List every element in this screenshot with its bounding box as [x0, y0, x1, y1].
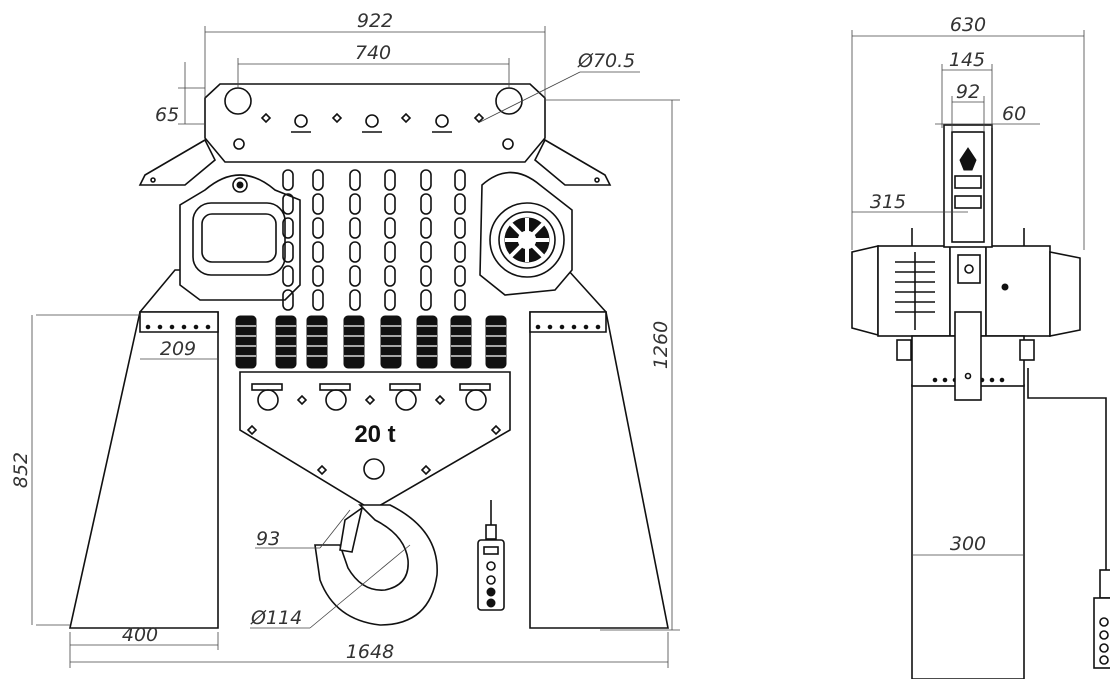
side-pendant [1027, 368, 1110, 669]
side-hoist-body [851, 228, 1081, 387]
lifting-hook [314, 504, 438, 626]
right-support-leg [529, 269, 669, 629]
dim-overall-width-top: 922 [357, 10, 393, 32]
capacity-label: 20 t [354, 421, 395, 448]
chain-2 [312, 169, 324, 311]
pendant-controller [477, 500, 505, 611]
dim-offset: 315 [870, 191, 906, 213]
dim-hole-spacing: 740 [355, 42, 391, 64]
dim-leg-bottom-width: 400 [122, 624, 158, 646]
dim-hole-diameter: Ø70.5 [577, 50, 635, 72]
side-suspension-plate [943, 124, 993, 401]
chain-4 [384, 169, 396, 311]
dim-leg-width: 300 [950, 533, 986, 555]
gearbox [479, 171, 573, 296]
front-dimensions: 922 740 Ø70.5 65 1260 852 209 400 1648 9… [10, 10, 680, 668]
hook-block: 20 t [239, 371, 511, 511]
dim-hook-diameter: Ø114 [250, 607, 302, 629]
dim-overall-depth: 630 [950, 14, 986, 36]
dim-inner-width: 92 [956, 81, 980, 103]
chain-6 [454, 169, 466, 311]
chain-5 [420, 169, 432, 311]
dim-plate-thickness: 60 [1002, 103, 1026, 125]
side-support-leg [911, 384, 1025, 679]
dim-hole-offset: 65 [155, 104, 179, 126]
dim-overall-base-width: 1648 [346, 641, 394, 663]
motor-housing [179, 174, 301, 301]
side-dimensions: 630 145 92 60 315 300 [851, 14, 1085, 556]
load-chains [282, 169, 466, 311]
spring-guards [235, 315, 507, 369]
side-view: 630 145 92 60 315 300 [851, 14, 1110, 679]
left-support-leg [69, 269, 219, 629]
dim-overall-height: 1260 [650, 321, 672, 369]
dim-plate-width: 145 [949, 49, 985, 71]
dim-leg-top-width: 209 [160, 338, 196, 360]
dim-leg-height: 852 [10, 452, 32, 488]
chain-1 [282, 169, 294, 311]
dim-hook-opening: 93 [256, 528, 280, 550]
chain-3 [349, 169, 361, 311]
suspension-plate [138, 83, 612, 186]
front-view: 20 t [10, 10, 680, 668]
